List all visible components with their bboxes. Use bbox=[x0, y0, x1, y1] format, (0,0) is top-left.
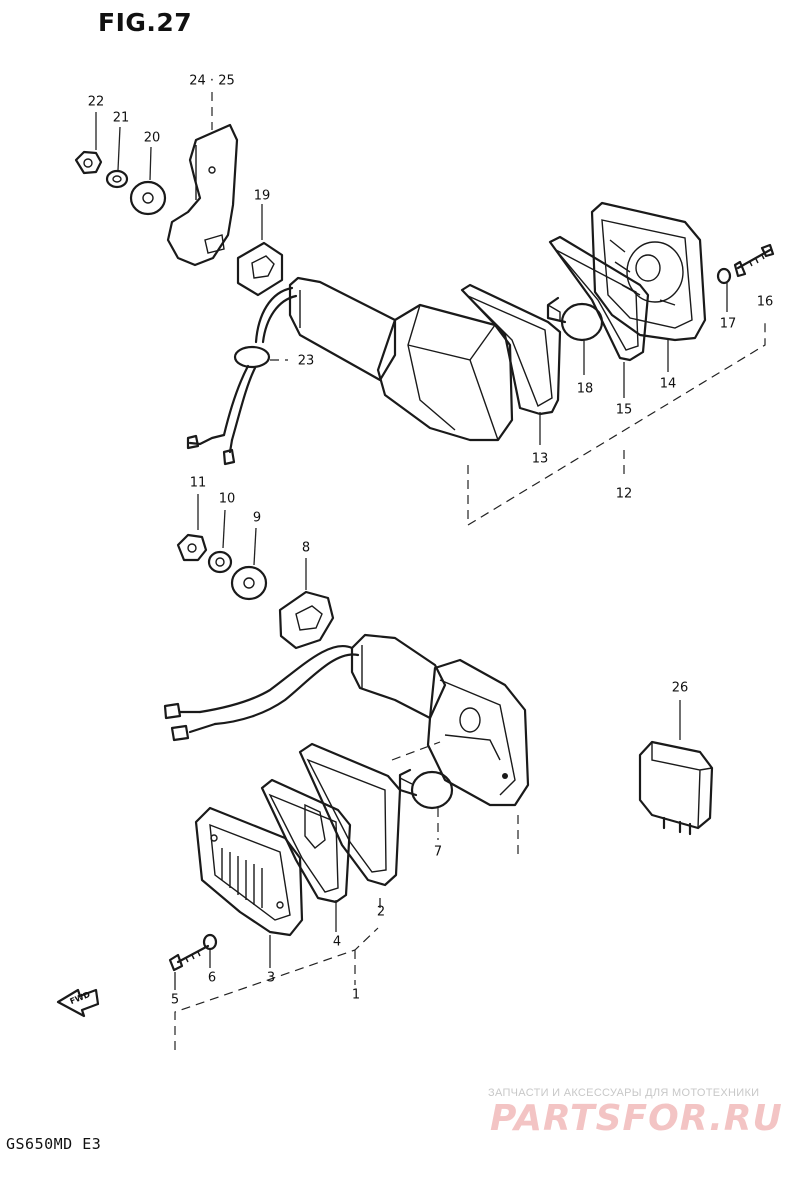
part-21-lock-washer bbox=[105, 169, 129, 189]
callout-2: 2 bbox=[376, 904, 386, 920]
callout-23: 23 bbox=[297, 353, 315, 369]
callout-16: 16 bbox=[756, 294, 774, 310]
part-3-lens bbox=[194, 806, 304, 937]
part-17-washer bbox=[716, 267, 732, 285]
part-18-bulb bbox=[546, 296, 604, 342]
part-5-screw bbox=[168, 944, 210, 972]
leader-10 bbox=[222, 509, 226, 549]
part-16-screw bbox=[733, 243, 775, 278]
callout-1: 1 bbox=[351, 987, 361, 1003]
callout-5: 5 bbox=[170, 992, 180, 1008]
leader-1-bracket bbox=[174, 927, 379, 1050]
callout-15: 15 bbox=[615, 402, 633, 418]
callout-8: 8 bbox=[301, 540, 311, 556]
model-code: GS650MD E3 bbox=[6, 1135, 102, 1153]
callout-20: 20 bbox=[143, 130, 161, 146]
callout-11: 11 bbox=[189, 475, 207, 491]
leader-21 bbox=[117, 126, 121, 171]
part-housing-front bbox=[350, 633, 530, 807]
callout-12: 12 bbox=[615, 486, 633, 502]
callout-22: 22 bbox=[87, 94, 105, 110]
part-11-nut bbox=[176, 533, 208, 562]
figure-title: FIG.27 bbox=[98, 8, 193, 37]
callout-13: 13 bbox=[531, 451, 549, 467]
part-12-turn-signal-housing bbox=[288, 276, 514, 442]
callout-21: 21 bbox=[112, 110, 130, 126]
leader-7 bbox=[391, 741, 441, 840]
lower-wire-harness bbox=[163, 645, 360, 742]
fwd-arrow-icon bbox=[56, 988, 100, 1018]
callout-26: 26 bbox=[671, 680, 689, 696]
part-22-nut bbox=[74, 150, 103, 175]
part-19-grommet bbox=[236, 241, 284, 297]
part-6-washer bbox=[202, 933, 218, 951]
callout-3: 3 bbox=[266, 970, 276, 986]
part-24-25-bracket bbox=[166, 123, 239, 267]
part-14-lens bbox=[590, 201, 707, 342]
part-13-gasket bbox=[460, 283, 562, 416]
callout-17: 17 bbox=[719, 316, 737, 332]
callout-6: 6 bbox=[207, 970, 217, 986]
callout-10: 10 bbox=[218, 491, 236, 507]
part-2-lens-rim bbox=[298, 742, 402, 887]
callout-19: 19 bbox=[253, 188, 271, 204]
leader-20 bbox=[149, 146, 152, 181]
part-10-lock-washer bbox=[207, 550, 233, 574]
callout-18: 18 bbox=[576, 381, 594, 397]
callout-4: 4 bbox=[332, 934, 342, 950]
part-8-grommet bbox=[278, 590, 335, 650]
part-4-gasket bbox=[260, 778, 352, 904]
part-7-bulb bbox=[398, 768, 454, 810]
part-20-washer bbox=[129, 180, 167, 216]
part-23-wire-grommet bbox=[186, 286, 298, 466]
leader-9 bbox=[253, 527, 257, 566]
watermark-brand: PARTSFOR.RU bbox=[490, 1098, 783, 1139]
callout-7: 7 bbox=[433, 844, 443, 860]
part-26-flasher-relay bbox=[638, 740, 714, 836]
callout-24-25: 24 · 25 bbox=[189, 73, 235, 89]
watermark-tagline: ЗАПЧАСТИ И АКСЕССУАРЫ ДЛЯ МОТОТЕХНИКИ bbox=[488, 1087, 760, 1099]
callout-14: 14 bbox=[659, 376, 677, 392]
leader-12-bracket bbox=[467, 318, 766, 527]
callout-9: 9 bbox=[252, 510, 262, 526]
part-9-washer bbox=[230, 565, 268, 601]
